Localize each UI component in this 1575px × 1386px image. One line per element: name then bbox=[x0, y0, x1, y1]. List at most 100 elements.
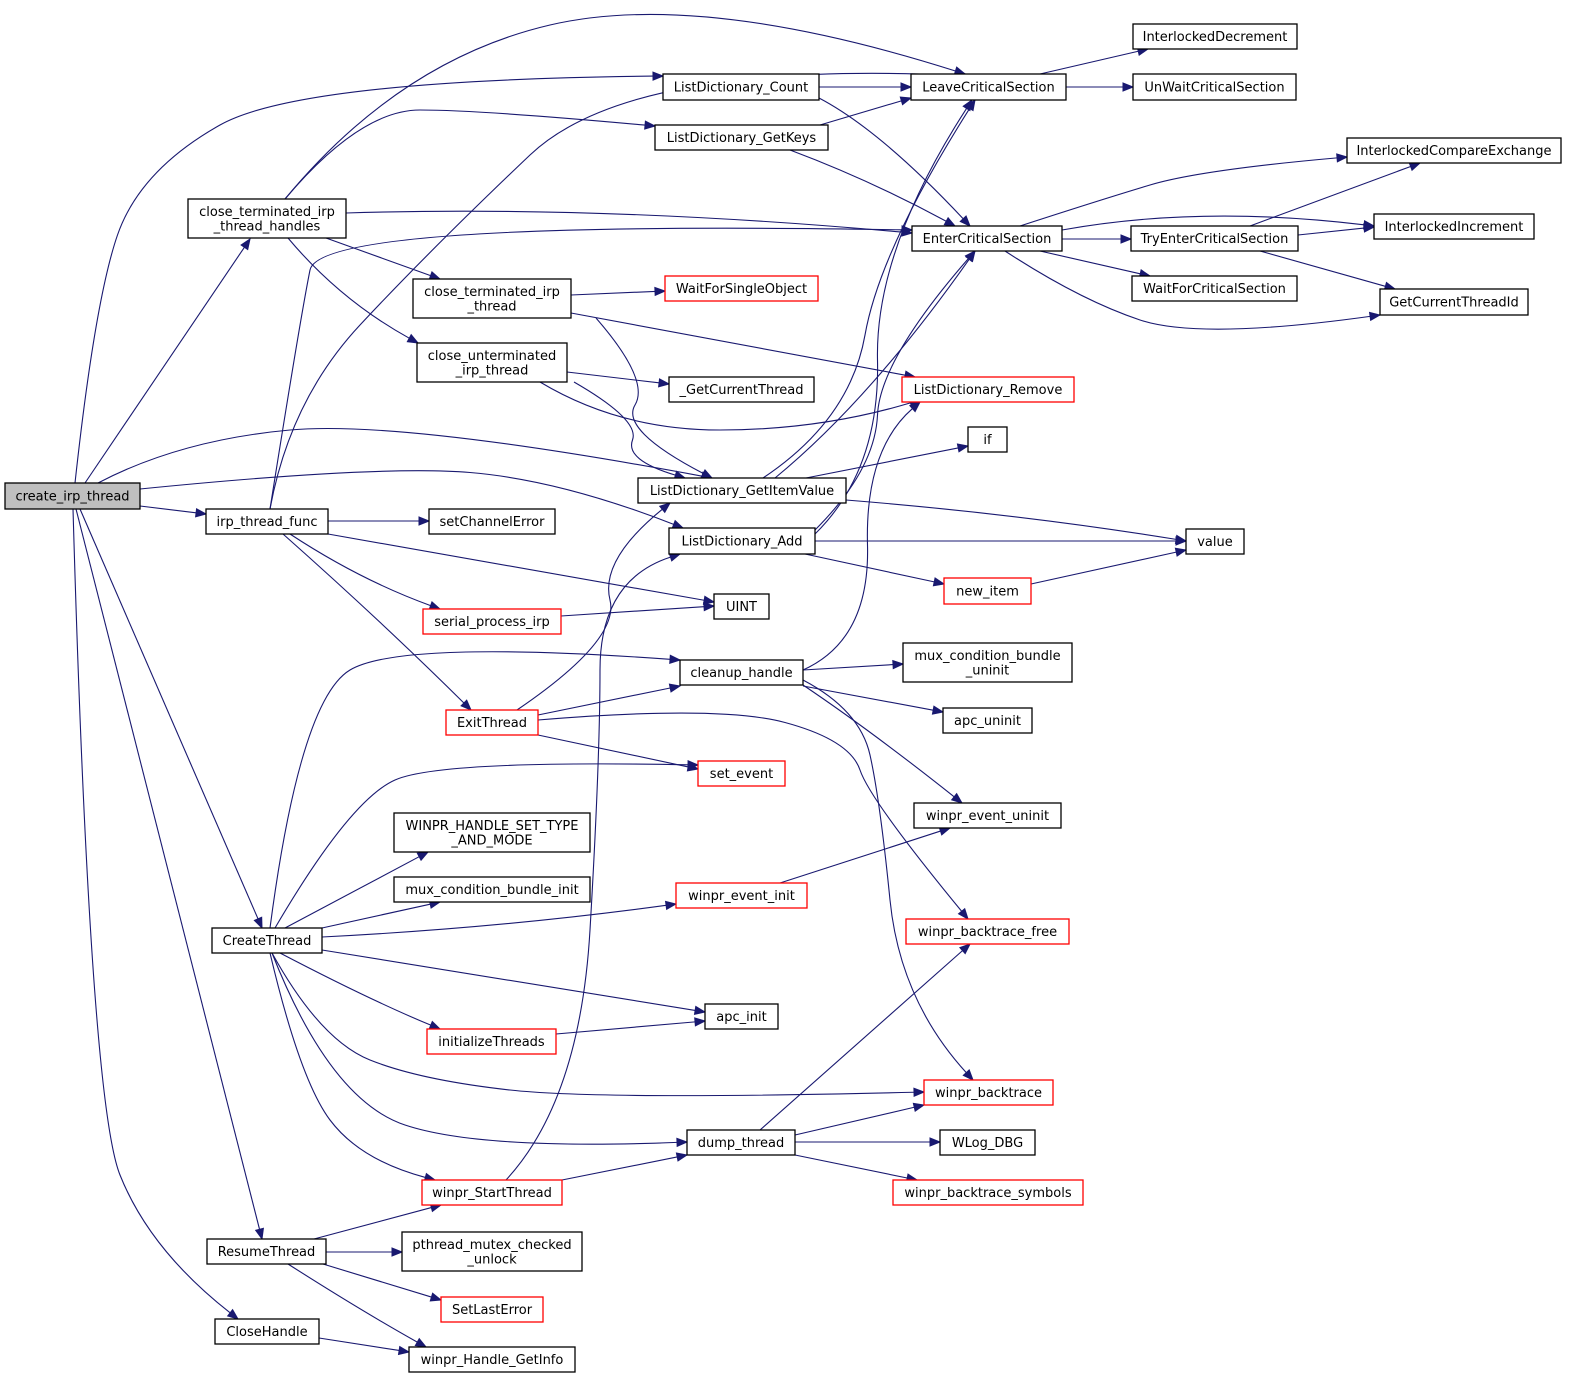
node-dump-thread[interactable]: dump_thread bbox=[686, 1129, 796, 1156]
edge-line bbox=[269, 651, 671, 929]
node-winpr-handle-set-type-and-mode[interactable]: WINPR_HANDLE_SET_TYPE_AND_MODE bbox=[393, 812, 591, 853]
edge-line bbox=[779, 830, 941, 884]
node-winpr-backtrace-symbols[interactable]: winpr_backtrace_symbols bbox=[892, 1179, 1084, 1206]
node-box bbox=[637, 477, 847, 504]
edge-line bbox=[802, 408, 913, 671]
edge-arrowhead bbox=[931, 705, 945, 715]
node-listdictionary-getitemvalue[interactable]: ListDictionary_GetItemValue bbox=[637, 477, 847, 504]
edge-close-terminated-irp-thread-handles-to-close-unterminated-irp-thread bbox=[287, 237, 420, 344]
node-uint[interactable]: UINT bbox=[713, 593, 770, 620]
edge-listdictionary-getitemvalue-to-value bbox=[845, 499, 1188, 544]
edge-listdictionary-add-to-value bbox=[815, 536, 1188, 546]
node-interlockedincrement[interactable]: InterlockedIncrement bbox=[1373, 213, 1535, 240]
node-pthread-mutex-checked-unlock[interactable]: pthread_mutex_checked_unlock bbox=[401, 1231, 583, 1272]
node-mux-condition-bundle-uninit[interactable]: mux_condition_bundle_uninit bbox=[902, 642, 1073, 683]
node-winpr-backtrace-free[interactable]: winpr_backtrace_free bbox=[905, 918, 1070, 945]
node-label: mux_condition_bundle bbox=[914, 649, 1060, 664]
node-label: _GetCurrentThread bbox=[679, 383, 804, 398]
node-box bbox=[408, 1346, 576, 1373]
node-wlog-dbg[interactable]: WLog_DBG bbox=[939, 1129, 1036, 1156]
node-exitthread[interactable]: ExitThread bbox=[445, 709, 539, 736]
node-leavecriticalsection[interactable]: LeaveCriticalSection bbox=[910, 73, 1067, 101]
node-label: ListDictionary_Remove bbox=[914, 383, 1063, 398]
node-close-unterminated-irp-thread[interactable]: close_unterminated_irp_thread bbox=[416, 342, 568, 383]
node-label: ListDictionary_GetKeys bbox=[667, 131, 817, 146]
node-createthread[interactable]: CreateThread bbox=[211, 927, 323, 954]
node-serial-process-irp[interactable]: serial_process_irp bbox=[422, 608, 562, 635]
edge-create-irp-thread-to-closehandle bbox=[72, 508, 240, 1320]
node-listdictionary-count[interactable]: ListDictionary_Count bbox=[662, 73, 820, 101]
node-entercriticalsection[interactable]: EnterCriticalSection bbox=[911, 225, 1063, 252]
node-label: _unlock bbox=[466, 1252, 517, 1267]
node-box bbox=[187, 198, 347, 239]
node-winpr-event-init[interactable]: winpr_event_init bbox=[675, 882, 808, 909]
node-winpr-event-uninit[interactable]: winpr_event_uninit bbox=[913, 802, 1062, 829]
edge-createthread-to-dump-thread bbox=[271, 952, 689, 1148]
node-value[interactable]: value bbox=[1185, 528, 1245, 555]
edge-line bbox=[537, 734, 689, 768]
node-getcurrentthread[interactable]: _GetCurrentThread bbox=[668, 376, 815, 403]
node-apc-init[interactable]: apc_init bbox=[704, 1003, 779, 1030]
node-box bbox=[910, 73, 1067, 101]
edge-arrowhead bbox=[687, 760, 700, 770]
node-box bbox=[913, 802, 1062, 829]
node-new-item[interactable]: new_item bbox=[943, 577, 1032, 605]
edge-line bbox=[759, 950, 963, 1131]
node-box bbox=[923, 1079, 1054, 1106]
node-listdictionary-add[interactable]: ListDictionary_Add bbox=[668, 527, 816, 555]
edge-entercriticalsection-to-tryentercriticalsection bbox=[1062, 234, 1133, 244]
edge-close-terminated-irp-thread-handles-to-entercriticalsection bbox=[345, 210, 914, 237]
node-winpr-backtrace[interactable]: winpr_backtrace bbox=[923, 1079, 1054, 1106]
node-set-event[interactable]: set_event bbox=[697, 760, 786, 787]
node-box bbox=[412, 278, 572, 319]
edge-line bbox=[762, 108, 971, 479]
node-listdictionary-getkeys[interactable]: ListDictionary_GetKeys bbox=[654, 124, 829, 151]
node-label: winpr_backtrace_free bbox=[918, 925, 1057, 940]
node-initializethreads[interactable]: initializeThreads bbox=[426, 1028, 557, 1055]
edge-arrowhead bbox=[675, 1152, 689, 1162]
node-if[interactable]: if bbox=[967, 426, 1008, 453]
node-listdictionary-remove[interactable]: ListDictionary_Remove bbox=[901, 376, 1075, 403]
node-label: set_event bbox=[710, 767, 773, 782]
edge-line bbox=[139, 470, 674, 525]
node-getcurrentthreadid[interactable]: GetCurrentThreadId bbox=[1379, 288, 1529, 316]
node-label: create_irp_thread bbox=[15, 490, 129, 505]
edge-line bbox=[802, 664, 894, 671]
edge-leavecriticalsection-to-unwaitcriticalsection bbox=[1066, 82, 1135, 92]
edge-line bbox=[814, 258, 969, 531]
node-setchannelerror[interactable]: setChannelError bbox=[428, 508, 556, 535]
node-close-terminated-irp-thread-handles[interactable]: close_terminated_irp_thread_handles bbox=[187, 198, 347, 239]
edge-line bbox=[802, 679, 967, 1073]
node-close-terminated-irp-thread[interactable]: close_terminated_irp_thread bbox=[412, 278, 572, 319]
node-unwaitcriticalsection[interactable]: UnWaitCriticalSection bbox=[1132, 73, 1297, 101]
node-cleanup-handle[interactable]: cleanup_handle bbox=[679, 659, 804, 686]
node-waitforsingleobject[interactable]: WaitForSingleObject bbox=[664, 275, 819, 302]
node-label: SetLastError bbox=[452, 1303, 533, 1318]
node-winpr-handle-getinfo[interactable]: winpr_Handle_GetInfo bbox=[408, 1346, 576, 1373]
node-irp-thread-func[interactable]: irp_thread_func bbox=[205, 508, 329, 535]
edge-arrowhead bbox=[694, 1017, 707, 1027]
node-interlockedcompareexchange[interactable]: InterlockedCompareExchange bbox=[1346, 137, 1562, 164]
edge-line bbox=[284, 109, 646, 200]
call-edges bbox=[72, 13, 1422, 1356]
node-box bbox=[905, 918, 1070, 945]
edge-arrowhead bbox=[702, 595, 716, 605]
node-winpr-startthread[interactable]: winpr_StartThread bbox=[421, 1179, 563, 1206]
node-mux-condition-bundle-init[interactable]: mux_condition_bundle_init bbox=[393, 876, 591, 903]
edge-arrowhead bbox=[958, 943, 972, 955]
node-interlockeddecrement[interactable]: InterlockedDecrement bbox=[1132, 23, 1298, 50]
edge-arrowhead bbox=[460, 699, 472, 711]
edge-winpr-startthread-to-dump-thread bbox=[561, 1152, 689, 1181]
node-closehandle[interactable]: CloseHandle bbox=[214, 1318, 320, 1345]
node-label: setChannelError bbox=[440, 515, 546, 530]
node-resumethread[interactable]: ResumeThread bbox=[206, 1238, 327, 1265]
node-label: if bbox=[983, 433, 992, 448]
node-waitforcriticalsection[interactable]: WaitForCriticalSection bbox=[1131, 275, 1298, 302]
edge-dump-thread-to-winpr-backtrace bbox=[794, 1102, 926, 1136]
node-apc-uninit[interactable]: apc_uninit bbox=[942, 707, 1033, 734]
edge-line bbox=[313, 1207, 432, 1240]
node-create-irp-thread[interactable]: create_irp_thread bbox=[4, 482, 141, 510]
node-setlasterror[interactable]: SetLastError bbox=[440, 1296, 544, 1323]
node-tryentercriticalsection[interactable]: TryEnterCriticalSection bbox=[1130, 225, 1299, 252]
edge-arrowhead bbox=[1408, 162, 1422, 172]
